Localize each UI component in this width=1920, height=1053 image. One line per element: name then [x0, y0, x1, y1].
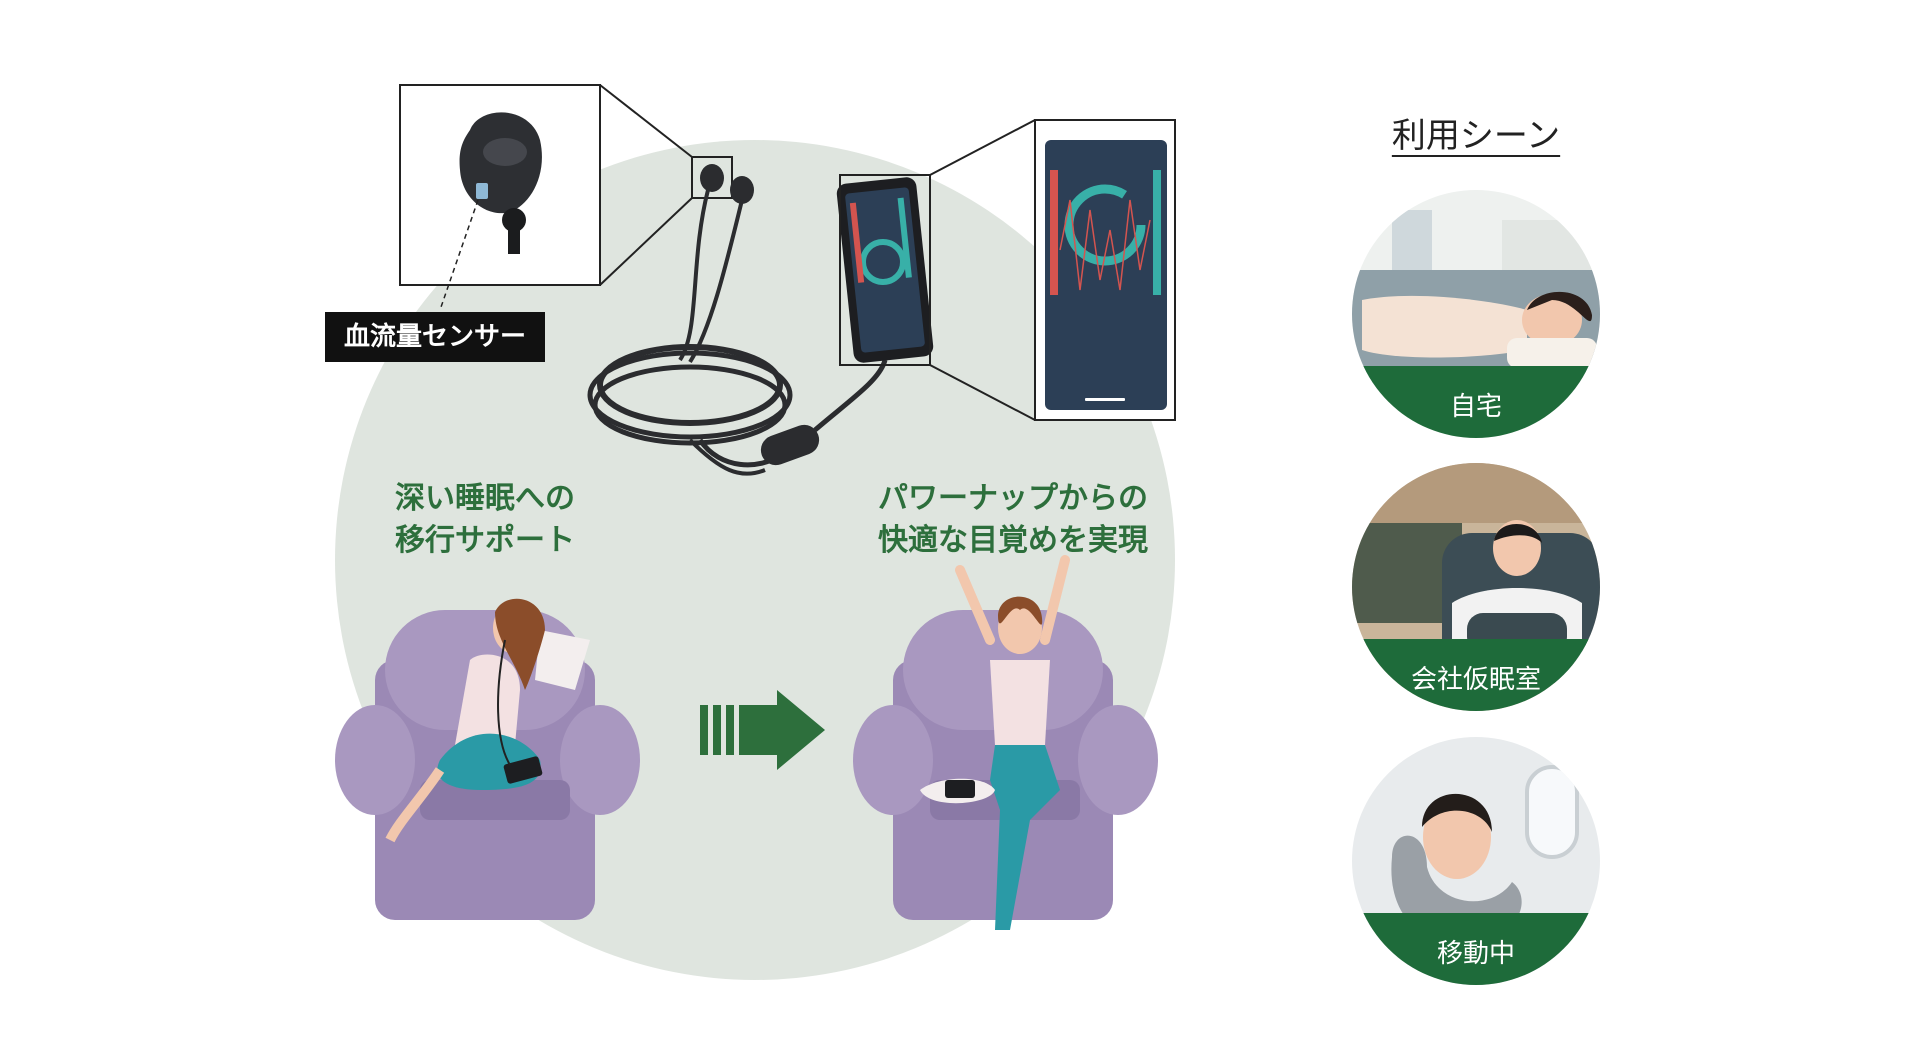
scene-home: 自宅	[1352, 190, 1600, 438]
phone-zoom-box	[1034, 119, 1176, 421]
scene-travel-band	[1352, 913, 1600, 985]
earpiece-zoom-box	[399, 84, 733, 311]
usage-scenes-title: 利用シーン	[1391, 116, 1561, 156]
scene-home-label: 自宅	[1449, 392, 1502, 422]
right-caption: パワーナップからの 快適な目覚めを実現	[878, 478, 1148, 562]
left-caption-line2: 移行サポート	[395, 523, 575, 558]
blood-flow-sensor-label: 血流量センサー	[325, 312, 545, 362]
scene-travel: 移動中	[1352, 737, 1600, 985]
right-chair-scene	[853, 555, 1158, 930]
right-caption-line1: パワーナップからの	[878, 481, 1148, 516]
earphone-device	[587, 164, 888, 476]
smartphone-illustration	[836, 119, 1036, 421]
illustration	[335, 84, 1176, 930]
left-chair-scene	[335, 598, 640, 920]
left-caption: 深い睡眠への 移行サポート	[395, 478, 575, 562]
scene-office-band	[1352, 639, 1600, 711]
left-caption-line1: 深い睡眠への	[395, 481, 575, 516]
scene-home-band	[1352, 366, 1600, 438]
right-caption-line2: 快適な目覚めを実現	[878, 523, 1148, 558]
scene-office-label: 会社仮眠室	[1410, 665, 1541, 695]
scene-office-nap-room: 会社仮眠室	[1352, 463, 1600, 711]
scene-travel-label: 移動中	[1436, 939, 1515, 969]
transition-arrow	[700, 690, 825, 770]
